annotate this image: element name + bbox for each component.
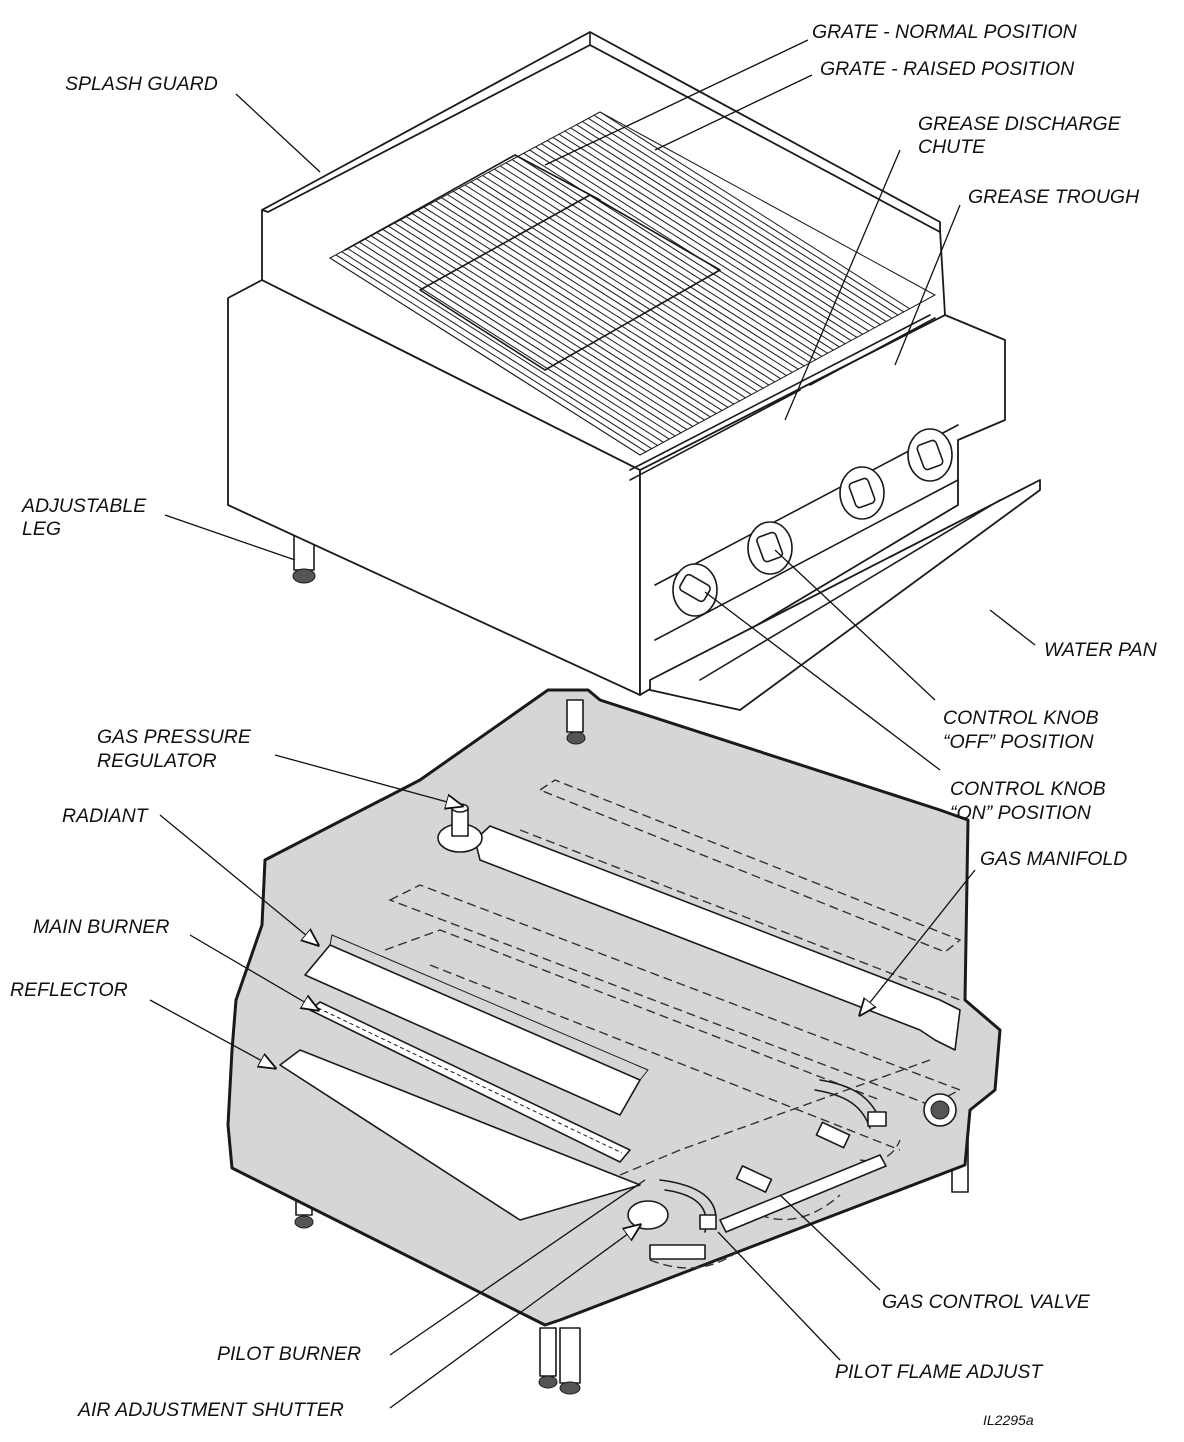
grate-bar	[552, 136, 864, 335]
grate-bar	[529, 149, 840, 348]
grate-bar	[364, 238, 676, 437]
control-knob-off	[672, 563, 718, 617]
label-knob-on-2: “ON” POSITION	[950, 802, 1092, 824]
gas-pressure-regulator	[437, 803, 483, 853]
radiant	[304, 934, 649, 1116]
grate-bar	[541, 143, 852, 342]
label-grate-raised: GRATE - RAISED POSITION	[820, 58, 1075, 80]
grate-bar	[347, 248, 658, 446]
label-knob-off-2: “OFF” POSITION	[943, 731, 1094, 753]
leader-lines	[149, 39, 1036, 1409]
hidden-outlines	[384, 779, 962, 1269]
control-knob-3	[839, 466, 885, 520]
label-water-pan: WATER PAN	[1044, 639, 1158, 661]
grate-bars	[329, 111, 911, 456]
grate-bar	[359, 241, 670, 440]
grate-bar	[599, 111, 911, 310]
grate-bar	[582, 121, 893, 319]
center-leg	[559, 1327, 581, 1395]
grate-bar	[464, 184, 776, 383]
grate-bar	[400, 219, 711, 418]
grate-bar	[593, 114, 905, 313]
internal-view	[226, 688, 1002, 1395]
grate-bar	[376, 232, 688, 431]
labels: SPLASH GUARD GRATE - NORMAL POSITION GRA…	[10, 21, 1158, 1428]
grate-bar	[482, 175, 793, 373]
label-main-burner: MAIN BURNER	[33, 916, 170, 938]
water-pan	[649, 479, 1041, 711]
label-gas-control-valve: GAS CONTROL VALVE	[882, 1291, 1091, 1313]
label-gas-pressure: GAS PRESSURE	[97, 726, 252, 748]
label-gas-manifold: GAS MANIFOLD	[980, 848, 1127, 870]
label-splash-guard: SPLASH GUARD	[65, 73, 218, 95]
charbroiler-body	[227, 31, 1041, 711]
grate-bar	[588, 117, 899, 316]
label-regulator: REGULATOR	[97, 750, 217, 772]
grate-bar	[429, 203, 741, 402]
label-grate-normal: GRATE - NORMAL POSITION	[812, 21, 1078, 43]
grate-bar	[417, 209, 729, 408]
grate-bar	[370, 235, 682, 434]
grate-bar	[564, 130, 876, 329]
grate-bar	[488, 171, 799, 370]
label-knob-off-1: CONTROL KNOB	[943, 707, 1099, 729]
front-leg-right	[538, 1327, 558, 1389]
grate-bar	[335, 254, 647, 453]
grate-bar	[470, 181, 782, 380]
label-leg: LEG	[22, 518, 61, 540]
pilot-burner-assembly-left	[627, 1179, 717, 1260]
grate-bar	[494, 168, 805, 367]
grate-bar	[511, 159, 823, 358]
grate-bar	[435, 200, 746, 399]
front-leg-left	[566, 699, 586, 745]
grate-bar	[382, 228, 694, 427]
grate-bar	[406, 216, 717, 415]
control-knob-4	[907, 428, 953, 482]
label-chute: CHUTE	[918, 136, 986, 158]
grease-trough	[629, 314, 931, 471]
label-pilot-flame-adjust: PILOT FLAME ADJUST	[835, 1361, 1044, 1383]
grate-bar	[341, 251, 652, 450]
grate-bar	[476, 178, 787, 377]
figure-id: IL2295a	[983, 1412, 1034, 1428]
label-knob-on-1: CONTROL KNOB	[950, 778, 1106, 800]
grate-bar	[329, 257, 641, 456]
grate-bar	[353, 244, 664, 443]
label-grease-trough: GREASE TROUGH	[968, 186, 1140, 208]
grate-bar	[517, 155, 829, 354]
grate-bar	[576, 124, 887, 323]
grate-bar	[546, 140, 858, 339]
label-pilot-burner: PILOT BURNER	[217, 1343, 361, 1365]
grate-bar	[458, 187, 770, 386]
pilot-burner-assembly-right	[814, 1079, 887, 1129]
grate-bar	[535, 146, 846, 345]
gas-manifold	[474, 825, 961, 1127]
grate-bar	[394, 222, 705, 421]
grate-bar	[453, 190, 764, 389]
internal-shaded-area	[226, 688, 1002, 1327]
grate-bar	[411, 213, 723, 412]
label-reflector: REFLECTOR	[10, 979, 128, 1001]
grate-bar	[441, 197, 752, 396]
label-adjustable: ADJUSTABLE	[21, 495, 147, 517]
grate-bar	[423, 206, 735, 405]
grate-bar	[505, 162, 817, 361]
label-grease-discharge: GREASE DISCHARGE	[918, 113, 1122, 135]
grate-bar	[570, 127, 881, 326]
grate-bar	[558, 133, 870, 332]
label-radiant: RADIANT	[62, 805, 150, 827]
grate-bar	[447, 194, 758, 392]
reflector	[279, 1049, 641, 1221]
grate-bar	[499, 165, 811, 364]
control-knob-on	[747, 521, 793, 575]
grates	[329, 111, 937, 456]
grate-bar	[388, 225, 699, 424]
label-air-shutter: AIR ADJUSTMENT SHUTTER	[77, 1399, 344, 1421]
gas-control-valves	[719, 1121, 887, 1233]
